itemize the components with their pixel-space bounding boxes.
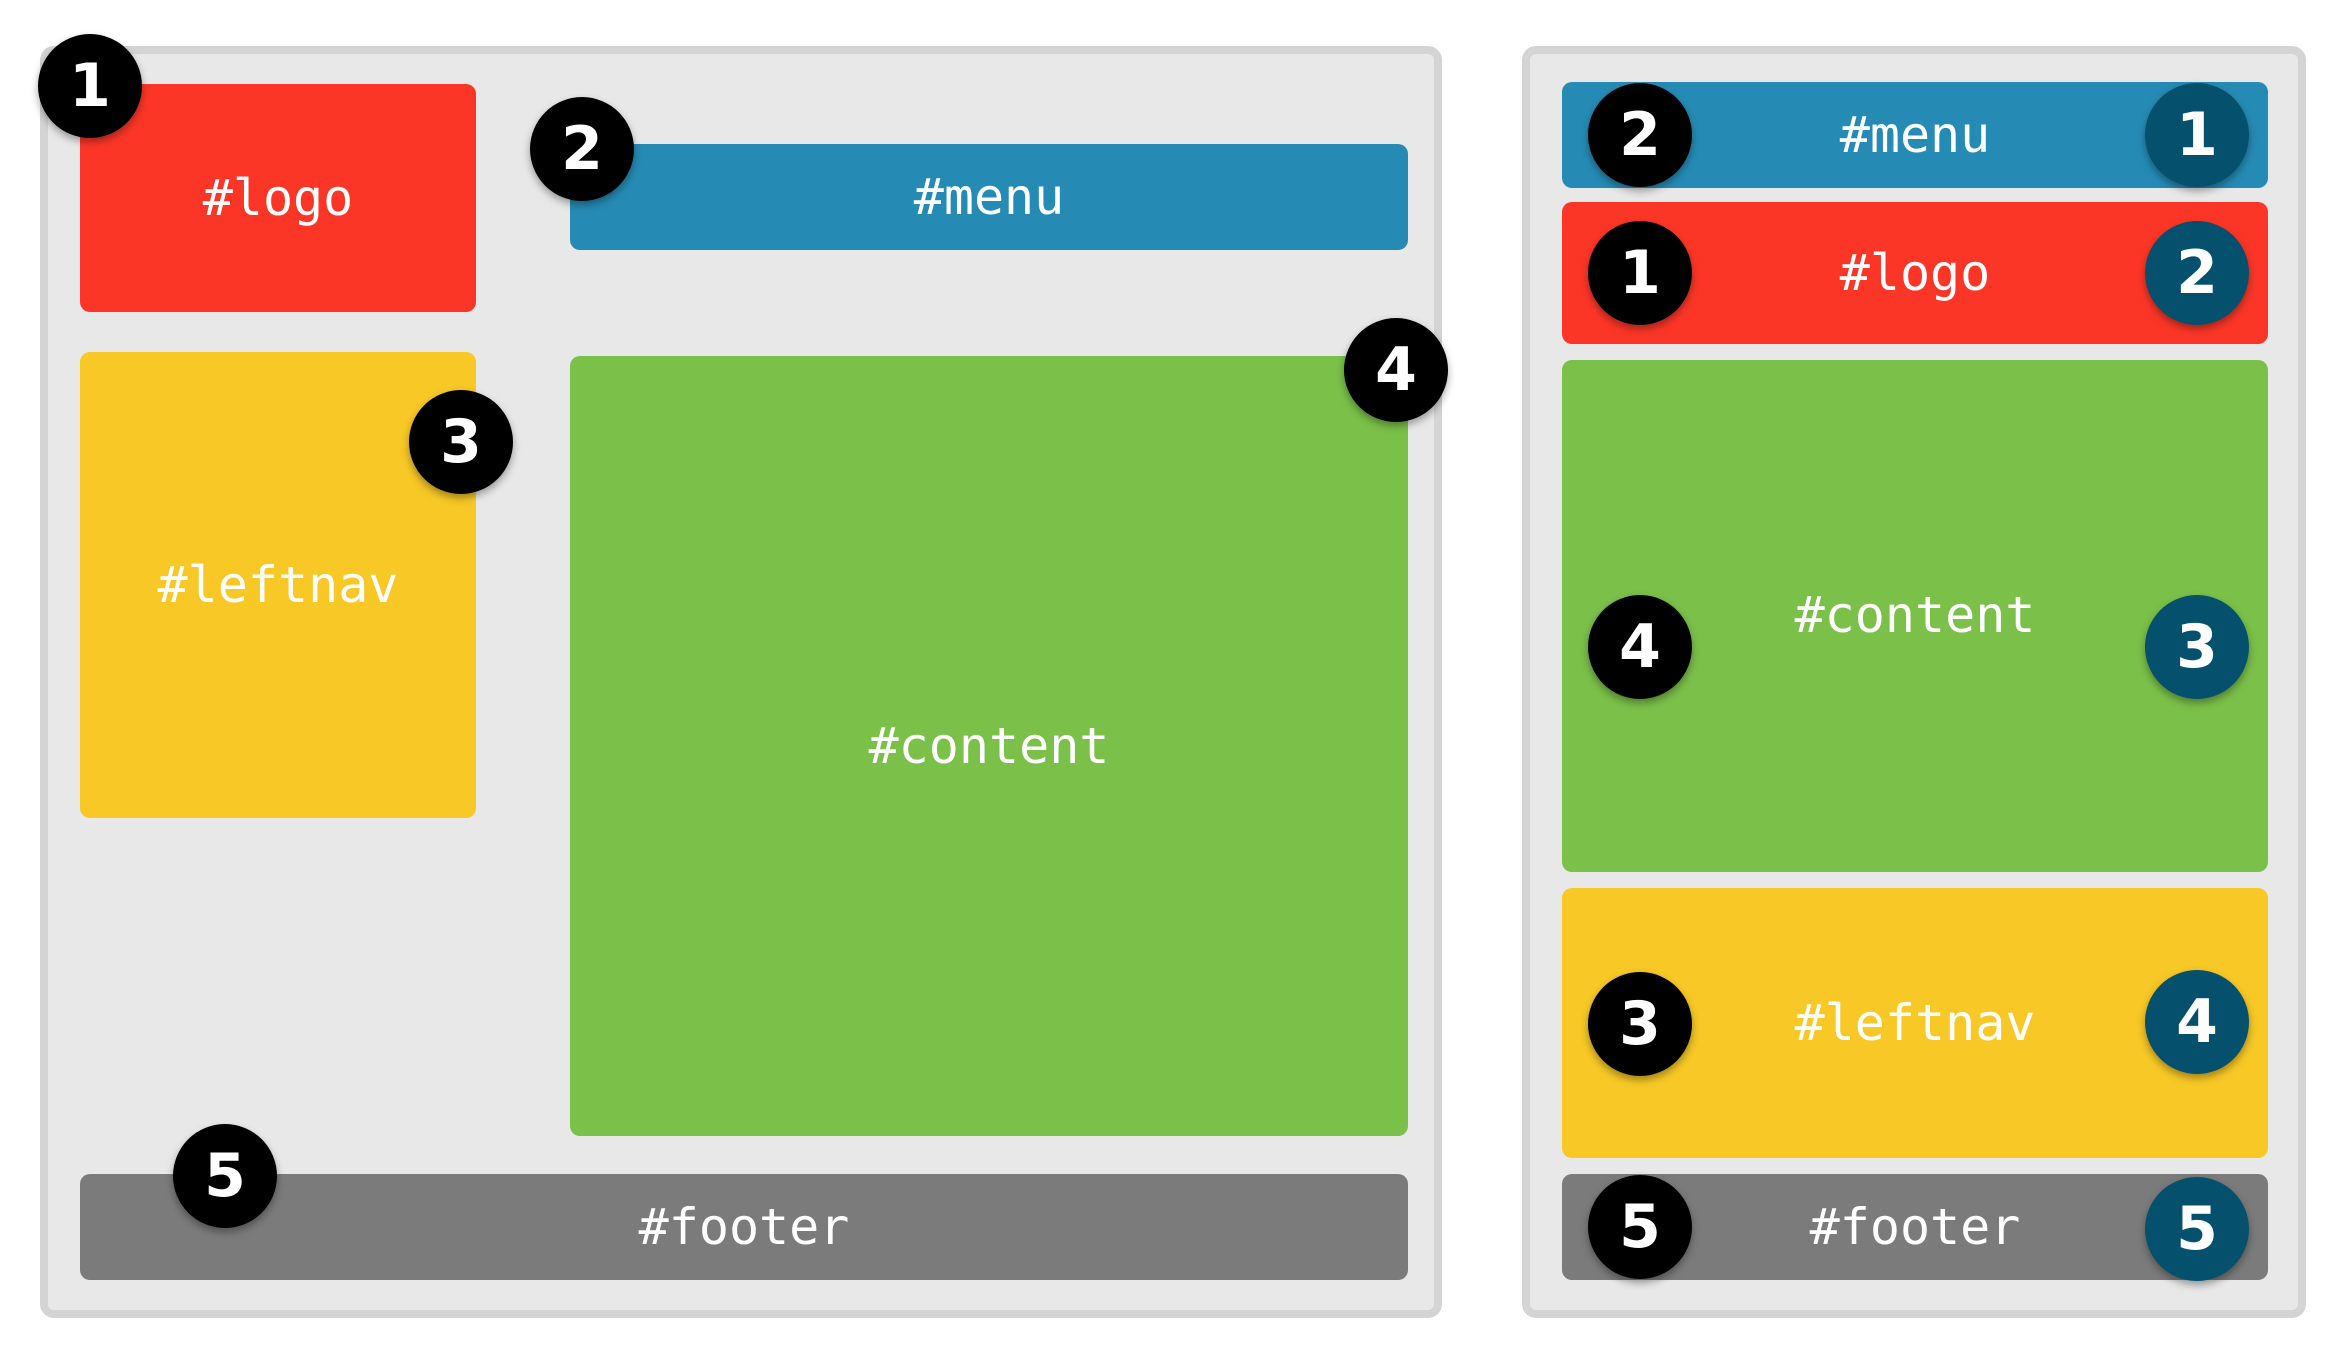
mobile-content-label: #content <box>1794 586 2036 644</box>
mobile-leftnav-label: #leftnav <box>1794 994 2036 1052</box>
mobile-footer-source-badge: 5 <box>1588 1175 1692 1279</box>
mobile-leftnav-order-badge: 4 <box>2145 970 2249 1074</box>
mobile-footer-label: #footer <box>1809 1198 2021 1256</box>
desktop-footer-label: #footer <box>638 1198 850 1256</box>
mobile-logo-order-badge: 2 <box>2145 221 2249 325</box>
desktop-content-label: #content <box>868 717 1110 775</box>
desktop-logo-order-badge: 1 <box>38 34 142 138</box>
mobile-logo-label: #logo <box>1839 244 1991 302</box>
desktop-footer-block: #footer <box>80 1174 1408 1280</box>
mobile-menu-order-badge: 1 <box>2145 83 2249 187</box>
desktop-menu-label: #menu <box>913 168 1065 226</box>
desktop-menu-order-badge: 2 <box>530 97 634 201</box>
mobile-content-order-badge: 3 <box>2145 595 2249 699</box>
mobile-footer-order-badge: 5 <box>2145 1177 2249 1281</box>
desktop-logo-block: #logo <box>80 84 476 312</box>
desktop-logo-label: #logo <box>202 169 354 227</box>
mobile-menu-label: #menu <box>1839 106 1991 164</box>
desktop-leftnav-label: #leftnav <box>157 556 399 614</box>
desktop-menu-block: #menu <box>570 144 1408 250</box>
mobile-menu-source-badge: 2 <box>1588 83 1692 187</box>
mobile-content-source-badge: 4 <box>1588 595 1692 699</box>
mobile-leftnav-source-badge: 3 <box>1588 972 1692 1076</box>
desktop-footer-order-badge: 5 <box>173 1124 277 1228</box>
desktop-leftnav-order-badge: 3 <box>409 390 513 494</box>
desktop-content-block: #content <box>570 356 1408 1136</box>
mobile-menu-block: #menu <box>1562 82 2268 188</box>
desktop-content-order-badge: 4 <box>1344 318 1448 422</box>
mobile-logo-source-badge: 1 <box>1588 221 1692 325</box>
